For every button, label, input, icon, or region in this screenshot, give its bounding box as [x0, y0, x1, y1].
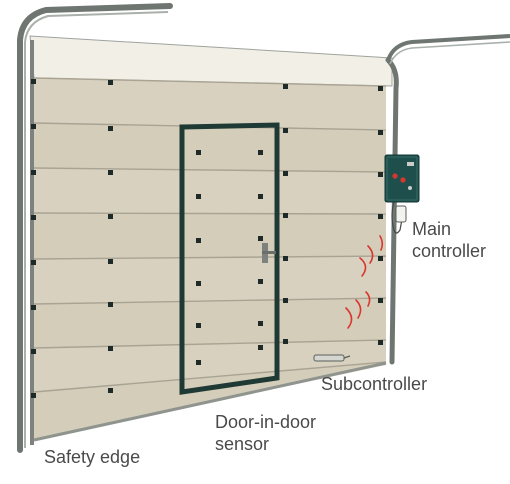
- door-section: [34, 256, 386, 304]
- hinge: [108, 259, 113, 264]
- door-section: [34, 168, 386, 214]
- hinge: [258, 150, 263, 155]
- hinge: [378, 130, 383, 135]
- door-frame: [17, 3, 173, 453]
- door-frame-highlight: [24, 11, 169, 448]
- door-section: [34, 123, 386, 172]
- hinge: [283, 339, 288, 344]
- hinge: [31, 170, 36, 175]
- door-section: [34, 340, 386, 392]
- hinge: [378, 256, 383, 261]
- door-section: [34, 213, 386, 259]
- hinge: [196, 360, 201, 365]
- hinge: [283, 256, 288, 261]
- hinge: [258, 321, 263, 326]
- hinge: [108, 302, 113, 307]
- hinge: [258, 345, 263, 350]
- hinge: [31, 305, 36, 310]
- hinge: [31, 79, 36, 84]
- hinge: [378, 214, 383, 219]
- hinge: [258, 194, 263, 199]
- hinge: [108, 126, 113, 131]
- door-in-door-sensor-label-line-1: Door-in-door: [215, 412, 317, 432]
- hinge: [108, 346, 113, 351]
- hinge: [283, 84, 288, 89]
- hinge: [283, 298, 288, 303]
- hinge: [196, 281, 201, 286]
- hinge: [196, 238, 201, 243]
- hinge: [258, 279, 263, 284]
- main-controller-label-line-2: controller: [412, 241, 487, 261]
- hinge: [108, 80, 113, 85]
- controller-remote: [395, 205, 407, 223]
- hinge: [378, 340, 383, 345]
- hinge: [108, 170, 113, 175]
- hinge: [31, 124, 36, 129]
- door-section: [34, 298, 386, 348]
- door-in-door-sensor-label-line-2: sensor: [215, 434, 270, 454]
- wireless-signal-icon: [345, 235, 384, 329]
- hinge: [283, 171, 288, 176]
- hinge: [196, 150, 201, 155]
- hinge: [31, 215, 36, 220]
- subcontroller-device: [313, 354, 351, 362]
- hinge: [196, 323, 201, 328]
- subcontroller-label: Subcontroller: [321, 374, 428, 394]
- hinge: [258, 236, 263, 241]
- door-section: [34, 78, 386, 130]
- overhead-track: [386, 34, 510, 61]
- hinge: [378, 172, 383, 177]
- hinge: [31, 393, 36, 398]
- door-handle-icon: [262, 243, 276, 263]
- hinge: [108, 388, 113, 393]
- hinge: [378, 298, 383, 303]
- right-track: [385, 57, 399, 365]
- door-in-door-sensor-label: Door-in-door sensor: [215, 411, 355, 455]
- wicket-door-frame: [179, 122, 280, 395]
- main-controller-box: [384, 154, 420, 203]
- hinge: [108, 214, 113, 219]
- safety-edge-label: Safety edge: [44, 447, 141, 467]
- hinge: [31, 349, 36, 354]
- main-controller-label: Main controller: [412, 218, 508, 262]
- hinge: [31, 260, 36, 265]
- safety-edge-strip: [33, 361, 387, 442]
- controller-cable: [391, 201, 404, 234]
- hinge: [378, 86, 383, 91]
- hinge: [283, 128, 288, 133]
- hinges: [31, 79, 383, 398]
- hinge: [196, 194, 201, 199]
- overhead-track-highlight: [389, 41, 510, 65]
- main-controller-label-line-1: Main: [412, 219, 452, 239]
- hinge: [283, 213, 288, 218]
